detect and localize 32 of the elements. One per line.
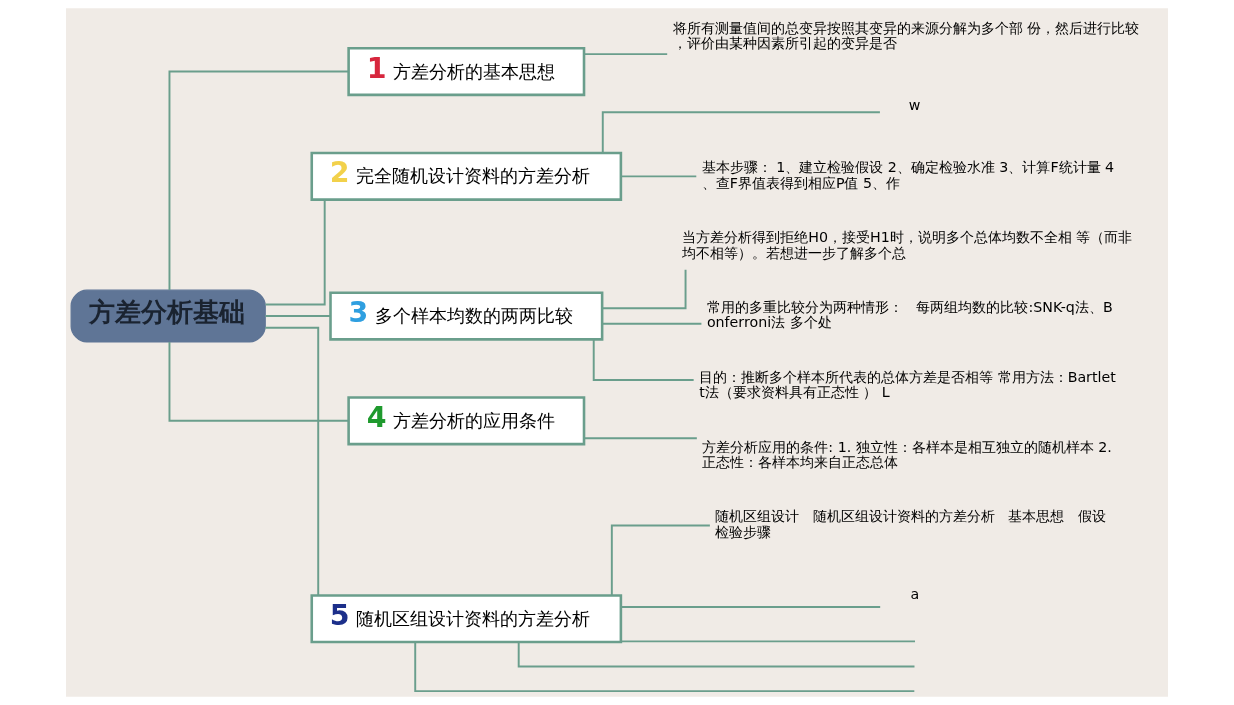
connector — [517, 641, 916, 668]
connector — [264, 315, 332, 318]
connector — [601, 268, 687, 310]
connector — [620, 606, 882, 609]
connector — [264, 198, 326, 306]
node-text: 基本步骤： 1、建立检验假设 2、确定检验水准 3、计算F统计量 4、查F界值表得到相应P值 5、作 — [701, 159, 1115, 191]
connector — [620, 175, 698, 178]
node-text: 当方差分析得到拒绝H0，接受H1时，说明多个总体均数不全相 等（而非均不相等）。若想进一步了解多个总 — [682, 229, 1133, 261]
node-box: 3 多个样本均数的两两比较 — [329, 291, 604, 341]
node-text: 随机区组设计 随机区组设计资料的方差分析 基本思想 假设检验步骤 — [715, 508, 1106, 540]
connector — [168, 340, 350, 422]
connector — [583, 53, 669, 56]
connector — [610, 524, 711, 597]
connector — [601, 322, 703, 325]
node-box: 1 方差分析的基本思想 — [347, 47, 586, 97]
node-text: 将所有测量值间的总变异按照其变异的来源分解为多个部 份，然后进行比较，评价由某种因素所引起的变异是否 — [672, 19, 1140, 52]
node-text: 方差分析应用的条件: 1. 独立性：各样本是相互独立的随机样本 2. 正态性：各样本均来自正态总体 — [702, 438, 1112, 471]
node-box: 5 随机区组设计资料的方差分析 — [310, 594, 623, 644]
node-box: 2 完全随机设计资料的方差分析 — [310, 151, 623, 201]
node-text: w — [908, 97, 921, 114]
connector — [168, 70, 350, 291]
node-box: 4 方差分析的应用条件 — [347, 396, 586, 446]
node-box: 方差分析基础 — [70, 289, 266, 343]
connector — [592, 338, 695, 382]
node-text: 目的：推断多个样本所代表的总体方差是否相等 常用方法：Bartlett法（要求资料具有正态性 ） L — [699, 368, 1116, 401]
connector — [601, 111, 881, 154]
connector — [264, 326, 320, 597]
node-text: 常用的多重比较分为两种情形： 每两组均数的比较:SNK-q法、Bonferroni法 多个处 — [706, 298, 1113, 331]
connector — [583, 437, 698, 440]
node-text: a — [910, 586, 920, 603]
connector — [620, 640, 916, 643]
connector — [414, 641, 916, 693]
